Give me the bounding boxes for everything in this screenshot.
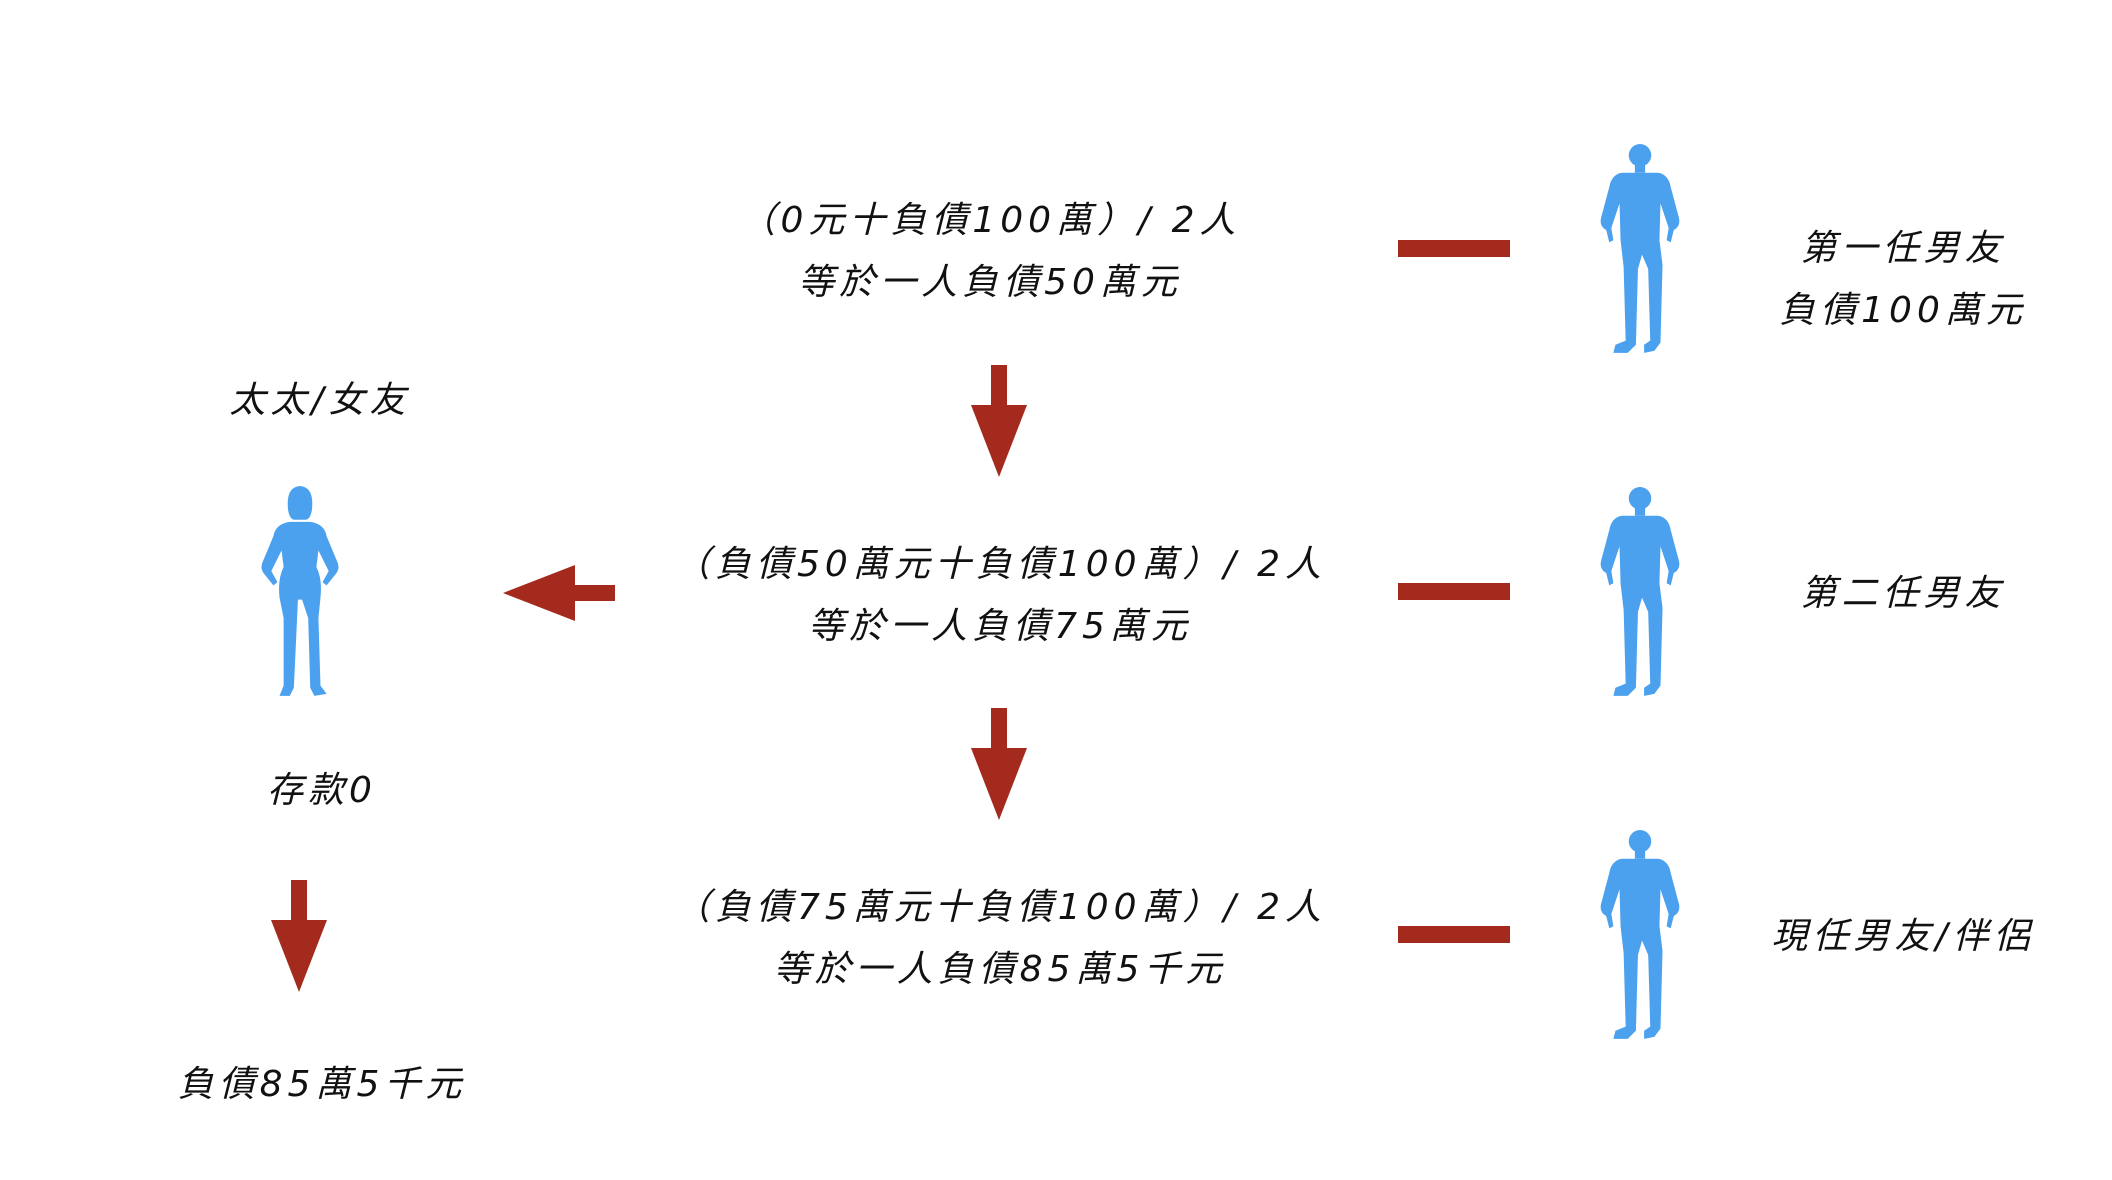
step-2-line-2: 等於一人負債75萬元 [808, 606, 1192, 647]
connector-bar-1 [1398, 240, 1510, 257]
woman-silhouette-icon [255, 485, 345, 700]
arrow-left-to-woman [503, 565, 615, 621]
arrow-down-step-1 [971, 365, 1027, 477]
step-2-text: （負債50萬元十負債100萬）/ 2人 等於一人負債75萬元 [674, 534, 1326, 658]
connector-bar-3 [1398, 926, 1510, 943]
man-silhouette-icon [1595, 142, 1685, 357]
step-1-line-1: （0元十負債100萬）/ 2人 [739, 200, 1241, 241]
step-1-line-2: 等於一人負債50萬元 [798, 262, 1182, 303]
man-silhouette-icon [1595, 828, 1685, 1043]
man-3-label: 現任男友/伴侶 [1771, 906, 2034, 968]
step-3-line-1: （負債75萬元十負債100萬）/ 2人 [674, 887, 1326, 928]
man-1-debt: 負債100萬元 [1779, 290, 2027, 331]
woman-final-debt: 負債85萬5千元 [177, 1064, 467, 1105]
step-2-line-1: （負債50萬元十負債100萬）/ 2人 [674, 544, 1326, 585]
step-1-text: （0元十負債100萬）/ 2人 等於一人負債50萬元 [739, 190, 1240, 314]
man-2-title: 第二任男友 [1800, 573, 2006, 614]
man-3-title: 現任男友/伴侶 [1771, 916, 2035, 957]
man-silhouette-icon [1595, 485, 1685, 700]
woman-label: 太太/女友 [229, 380, 411, 421]
arrow-down-step-2 [971, 708, 1027, 820]
woman-savings: 存款0 [267, 770, 377, 811]
man-1-label: 第一任男友 負債100萬元 [1779, 218, 2027, 342]
arrow-down-woman [271, 880, 327, 992]
connector-bar-2 [1398, 583, 1510, 600]
man-1-title: 第一任男友 [1800, 228, 2006, 269]
step-3-text: （負債75萬元十負債100萬）/ 2人 等於一人負債85萬5千元 [674, 877, 1326, 1001]
step-3-line-2: 等於一人負債85萬5千元 [773, 949, 1227, 990]
man-2-label: 第二任男友 [1800, 563, 2005, 625]
